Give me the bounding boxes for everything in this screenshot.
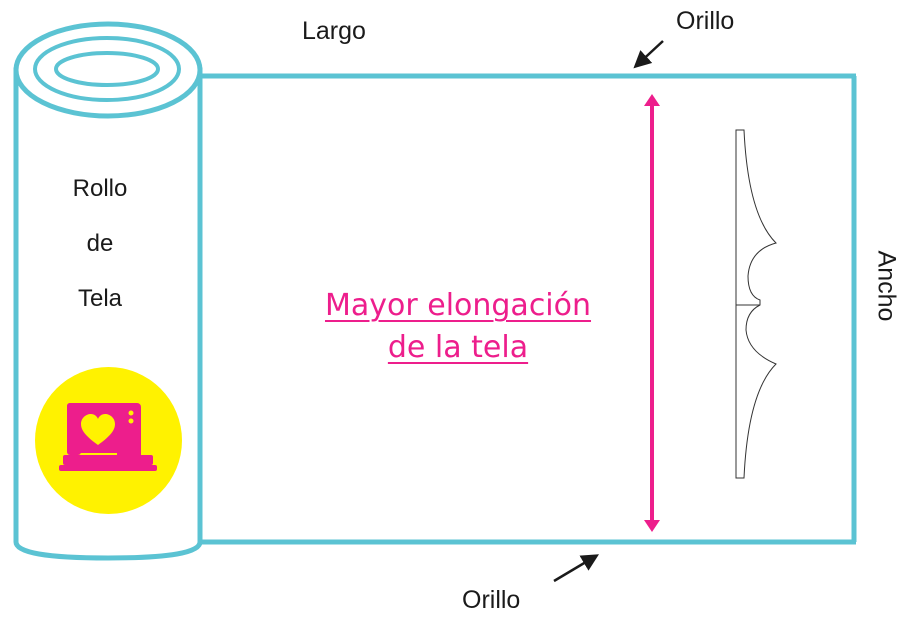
roll-ring-middle (33, 36, 181, 102)
logo-badge (35, 367, 182, 514)
roll-ring-inner (54, 51, 160, 87)
sewing-machine-heart-icon (59, 403, 157, 471)
stretch-caption: Mayor elongación de la tela (280, 285, 636, 369)
orillo-top-pointer (633, 40, 664, 69)
largo-label: Largo (302, 17, 366, 45)
ancho-label: Ancho (872, 250, 901, 322)
orillo-top-label: Orillo (676, 7, 735, 35)
roll-label-line1: Rollo (72, 175, 128, 202)
roll-label-line2: de (86, 230, 114, 257)
roll-label-line3: Tela (77, 285, 123, 312)
stretch-arrow (644, 94, 660, 532)
stretch-caption-line1: Mayor elongación (324, 288, 592, 323)
stretch-caption-line2: de la tela (387, 330, 529, 365)
orillo-bottom-pointer (553, 554, 600, 583)
orillo-bottom-label: Orillo (462, 586, 521, 614)
